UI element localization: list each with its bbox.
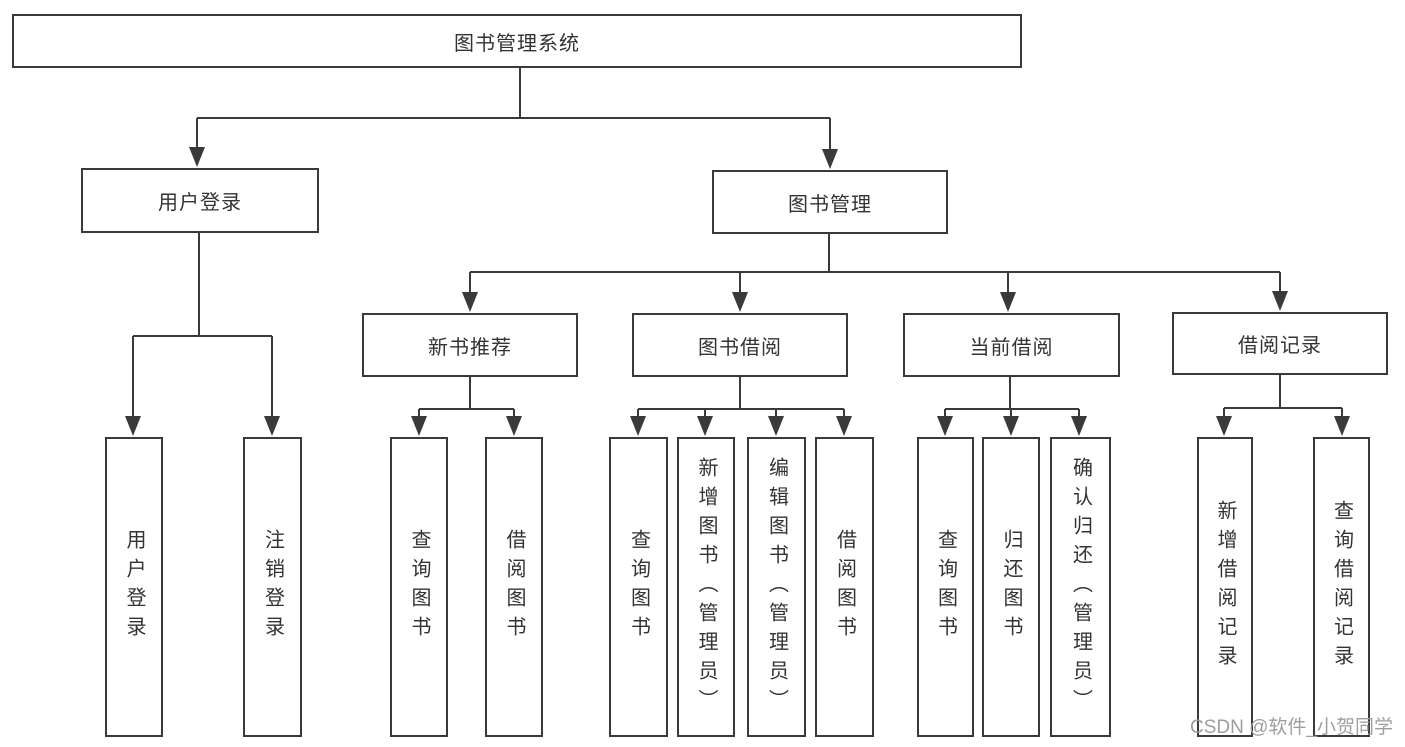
leaf-add-borrow-record: 新增借阅记录 [1197,437,1253,737]
node-label: 编辑图书（管理员） [765,456,788,718]
arrow-down-icon [189,147,205,167]
node-label: 确认归还（管理员） [1069,456,1092,718]
arrow-down-icon [1272,291,1288,311]
node-label: 查询图书 [408,529,430,645]
arrow-down-icon [937,416,953,436]
leaf-return-books: 归还图书 [982,437,1040,737]
node-label: 图书借阅 [698,336,782,359]
node-label: 新增图书（管理员） [695,456,717,718]
arrow-down-icon [822,149,838,169]
node-label: 新增借阅记录 [1214,500,1236,674]
node-label: 注销登录 [261,529,284,645]
arrow-down-icon [1000,292,1016,312]
node-root: 图书管理系统 [12,14,1022,68]
arrow-down-icon [125,416,141,436]
node-label: 图书管理系统 [454,32,580,55]
node-user-login-group: 用户登录 [81,168,319,233]
arrow-down-icon [768,416,784,436]
leaf-newbook-query-books: 查询图书 [390,437,448,737]
leaf-current-query-books: 查询图书 [917,437,974,737]
node-label: 新书推荐 [428,336,512,359]
node-label: 借阅图书 [503,529,525,645]
node-new-book-recommend: 新书推荐 [362,313,578,377]
arrow-down-icon [630,416,646,436]
leaf-newbook-borrow-books: 借阅图书 [485,437,543,737]
arrow-down-icon [836,416,852,436]
arrow-down-icon [1071,416,1087,436]
leaf-edit-books-admin: 编辑图书（管理员） [747,437,806,737]
node-borrow-records: 借阅记录 [1172,312,1388,375]
node-book-management-group: 图书管理 [712,170,948,234]
node-label: 借阅记录 [1238,335,1322,357]
arrow-down-icon [1334,416,1350,436]
node-label: 当前借阅 [969,336,1054,359]
node-label: 查询借阅记录 [1330,500,1353,674]
leaf-query-borrow-record: 查询借阅记录 [1313,437,1370,737]
leaf-borrow-books: 借阅图书 [815,437,874,737]
arrow-down-icon [1003,416,1019,436]
arrow-down-icon [462,292,478,312]
leaf-add-books-admin: 新增图书（管理员） [677,437,735,737]
arrow-down-icon [732,292,748,312]
node-label: 图书管理 [788,193,872,216]
leaf-logout: 注销登录 [243,437,302,737]
leaf-borrow-query-books: 查询图书 [609,437,668,737]
node-label: 用户登录 [158,192,242,214]
node-book-borrow: 图书借阅 [632,313,848,377]
arrow-down-icon [411,416,427,436]
node-label: 用户登录 [123,529,145,645]
arrow-down-icon [506,416,522,436]
leaf-user-login: 用户登录 [105,437,163,737]
arrow-down-icon [264,416,280,436]
leaf-confirm-return-admin: 确认归还（管理员） [1050,437,1111,737]
node-current-borrow: 当前借阅 [903,313,1120,377]
node-label: 查询图书 [627,529,650,645]
watermark: CSDN @软件_小贺同学 [1190,717,1393,738]
arrow-down-icon [697,416,713,436]
arrow-down-icon [1216,416,1232,436]
node-label: 归还图书 [1000,529,1022,645]
node-label: 借阅图书 [833,529,856,645]
node-label: 查询图书 [934,529,957,645]
